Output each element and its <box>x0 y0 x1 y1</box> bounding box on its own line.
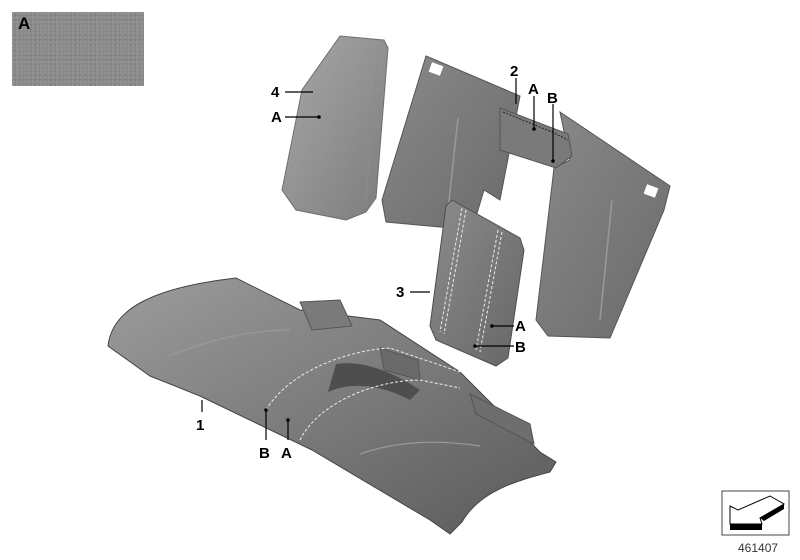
diagram-number: 461407 <box>738 541 778 555</box>
callout-part-4-A: A <box>271 109 282 126</box>
arrow-direction-icon <box>729 495 785 530</box>
swatch-label: A <box>18 14 31 33</box>
part-1-seat-cushion[interactable] <box>107 277 557 535</box>
texture-swatch <box>12 12 144 86</box>
callout-part-3: 3 <box>396 284 404 301</box>
callout-part-1-B: B <box>259 445 270 462</box>
direction-reference-box <box>721 490 790 536</box>
callout-part-3-A: A <box>515 318 526 335</box>
callout-part-1-A: A <box>281 445 292 462</box>
callout-part-3-B: B <box>515 339 526 356</box>
callout-part-2: 2 <box>510 63 518 80</box>
part-2-backrest[interactable] <box>381 55 671 339</box>
callout-part-2-B: B <box>547 90 558 107</box>
callout-part-4: 4 <box>271 84 280 101</box>
callout-part-2-A: A <box>528 81 539 98</box>
part-3-armrest[interactable] <box>410 199 525 367</box>
part-4-side-bolster[interactable] <box>281 35 389 221</box>
callout-part-1: 1 <box>196 417 204 434</box>
